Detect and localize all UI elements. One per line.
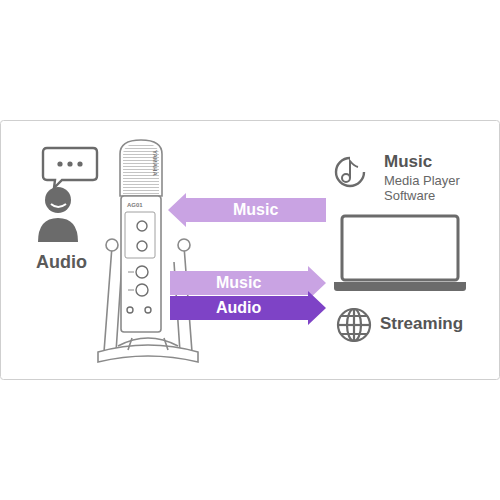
speaker-label: Audio [36, 252, 87, 273]
music-app-icon [336, 158, 364, 186]
stand-base-ring [118, 338, 178, 346]
stand-arm-left [104, 246, 122, 352]
frame-panel [1, 121, 500, 380]
streaming-target: Streaming [332, 300, 482, 350]
arrow-label: Music [216, 274, 261, 292]
mic-knob [145, 307, 151, 313]
mic-head [120, 140, 162, 196]
bubble-dot [67, 161, 72, 166]
stand-pivot-right [178, 239, 190, 251]
mic-marking [128, 272, 134, 273]
mic-panel [125, 212, 155, 258]
mic-knob [136, 266, 148, 278]
mic-knob [136, 284, 148, 296]
arrow-label: Music [233, 201, 278, 219]
bubble-dot [77, 161, 82, 166]
person-body [38, 218, 78, 242]
stand-neck [128, 338, 168, 350]
bubble-dot [57, 161, 62, 166]
music-output-arrow [170, 266, 326, 300]
speech-bubble [43, 148, 97, 188]
globe-equator [338, 324, 370, 326]
globe-latitude [341, 316, 367, 334]
person-figure: Audio [28, 140, 114, 278]
model-name: AG01 [127, 202, 143, 209]
note-stem [350, 161, 358, 178]
mic-grille [123, 143, 159, 194]
mic-knob [137, 241, 147, 251]
app-heading: Music [384, 152, 432, 172]
media-player-laptop: MusicMedia Player Software [332, 148, 482, 294]
note-head [342, 174, 350, 182]
mic-body [121, 196, 161, 332]
microphone-body: YAMAHA AG01 [118, 138, 164, 334]
globe-outline [338, 309, 370, 341]
globe-icon [338, 309, 370, 341]
mic-knob [127, 307, 133, 313]
laptop-base [334, 282, 466, 291]
person-icon [38, 148, 97, 242]
person-smile [51, 204, 66, 207]
person-head [45, 187, 71, 213]
laptop-icon [334, 216, 466, 291]
audio-output-arrow [170, 291, 326, 325]
mic-marking [128, 290, 134, 291]
mic-knob [137, 221, 147, 231]
streaming-label: Streaming [380, 314, 463, 334]
arrow-label: Audio [216, 299, 261, 317]
brand-name: YAMAHA [151, 150, 158, 176]
music-input-arrow [168, 193, 326, 227]
laptop-screen [342, 216, 458, 280]
stand-base [98, 345, 198, 362]
app-description: Media Player Software [384, 173, 476, 203]
stand-pivot-left [106, 239, 118, 251]
music-circle [336, 158, 364, 186]
